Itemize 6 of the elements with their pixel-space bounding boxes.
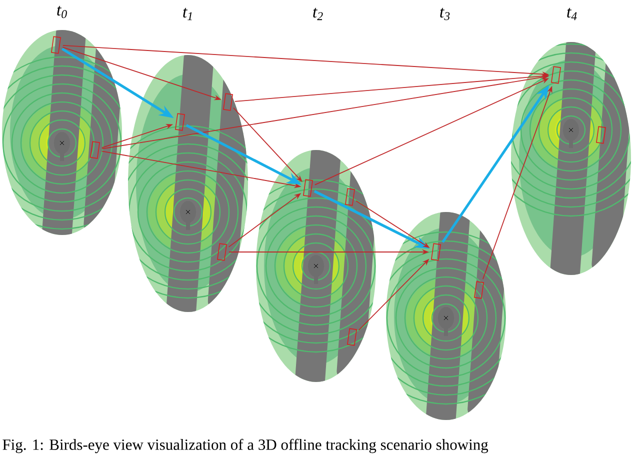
- time-label: t$_{4}$: [567, 8, 577, 20]
- time-label: t$_{2}$: [313, 8, 323, 20]
- caption: Fig. 1: Birds-eye view visualization of a 3D offline tracking scenario showing: [2, 438, 488, 454]
- time-label: t$_{0}$: [57, 6, 67, 18]
- time-label: t$_{1}$: [183, 8, 192, 20]
- time-label: t$_{3}$: [440, 8, 450, 20]
